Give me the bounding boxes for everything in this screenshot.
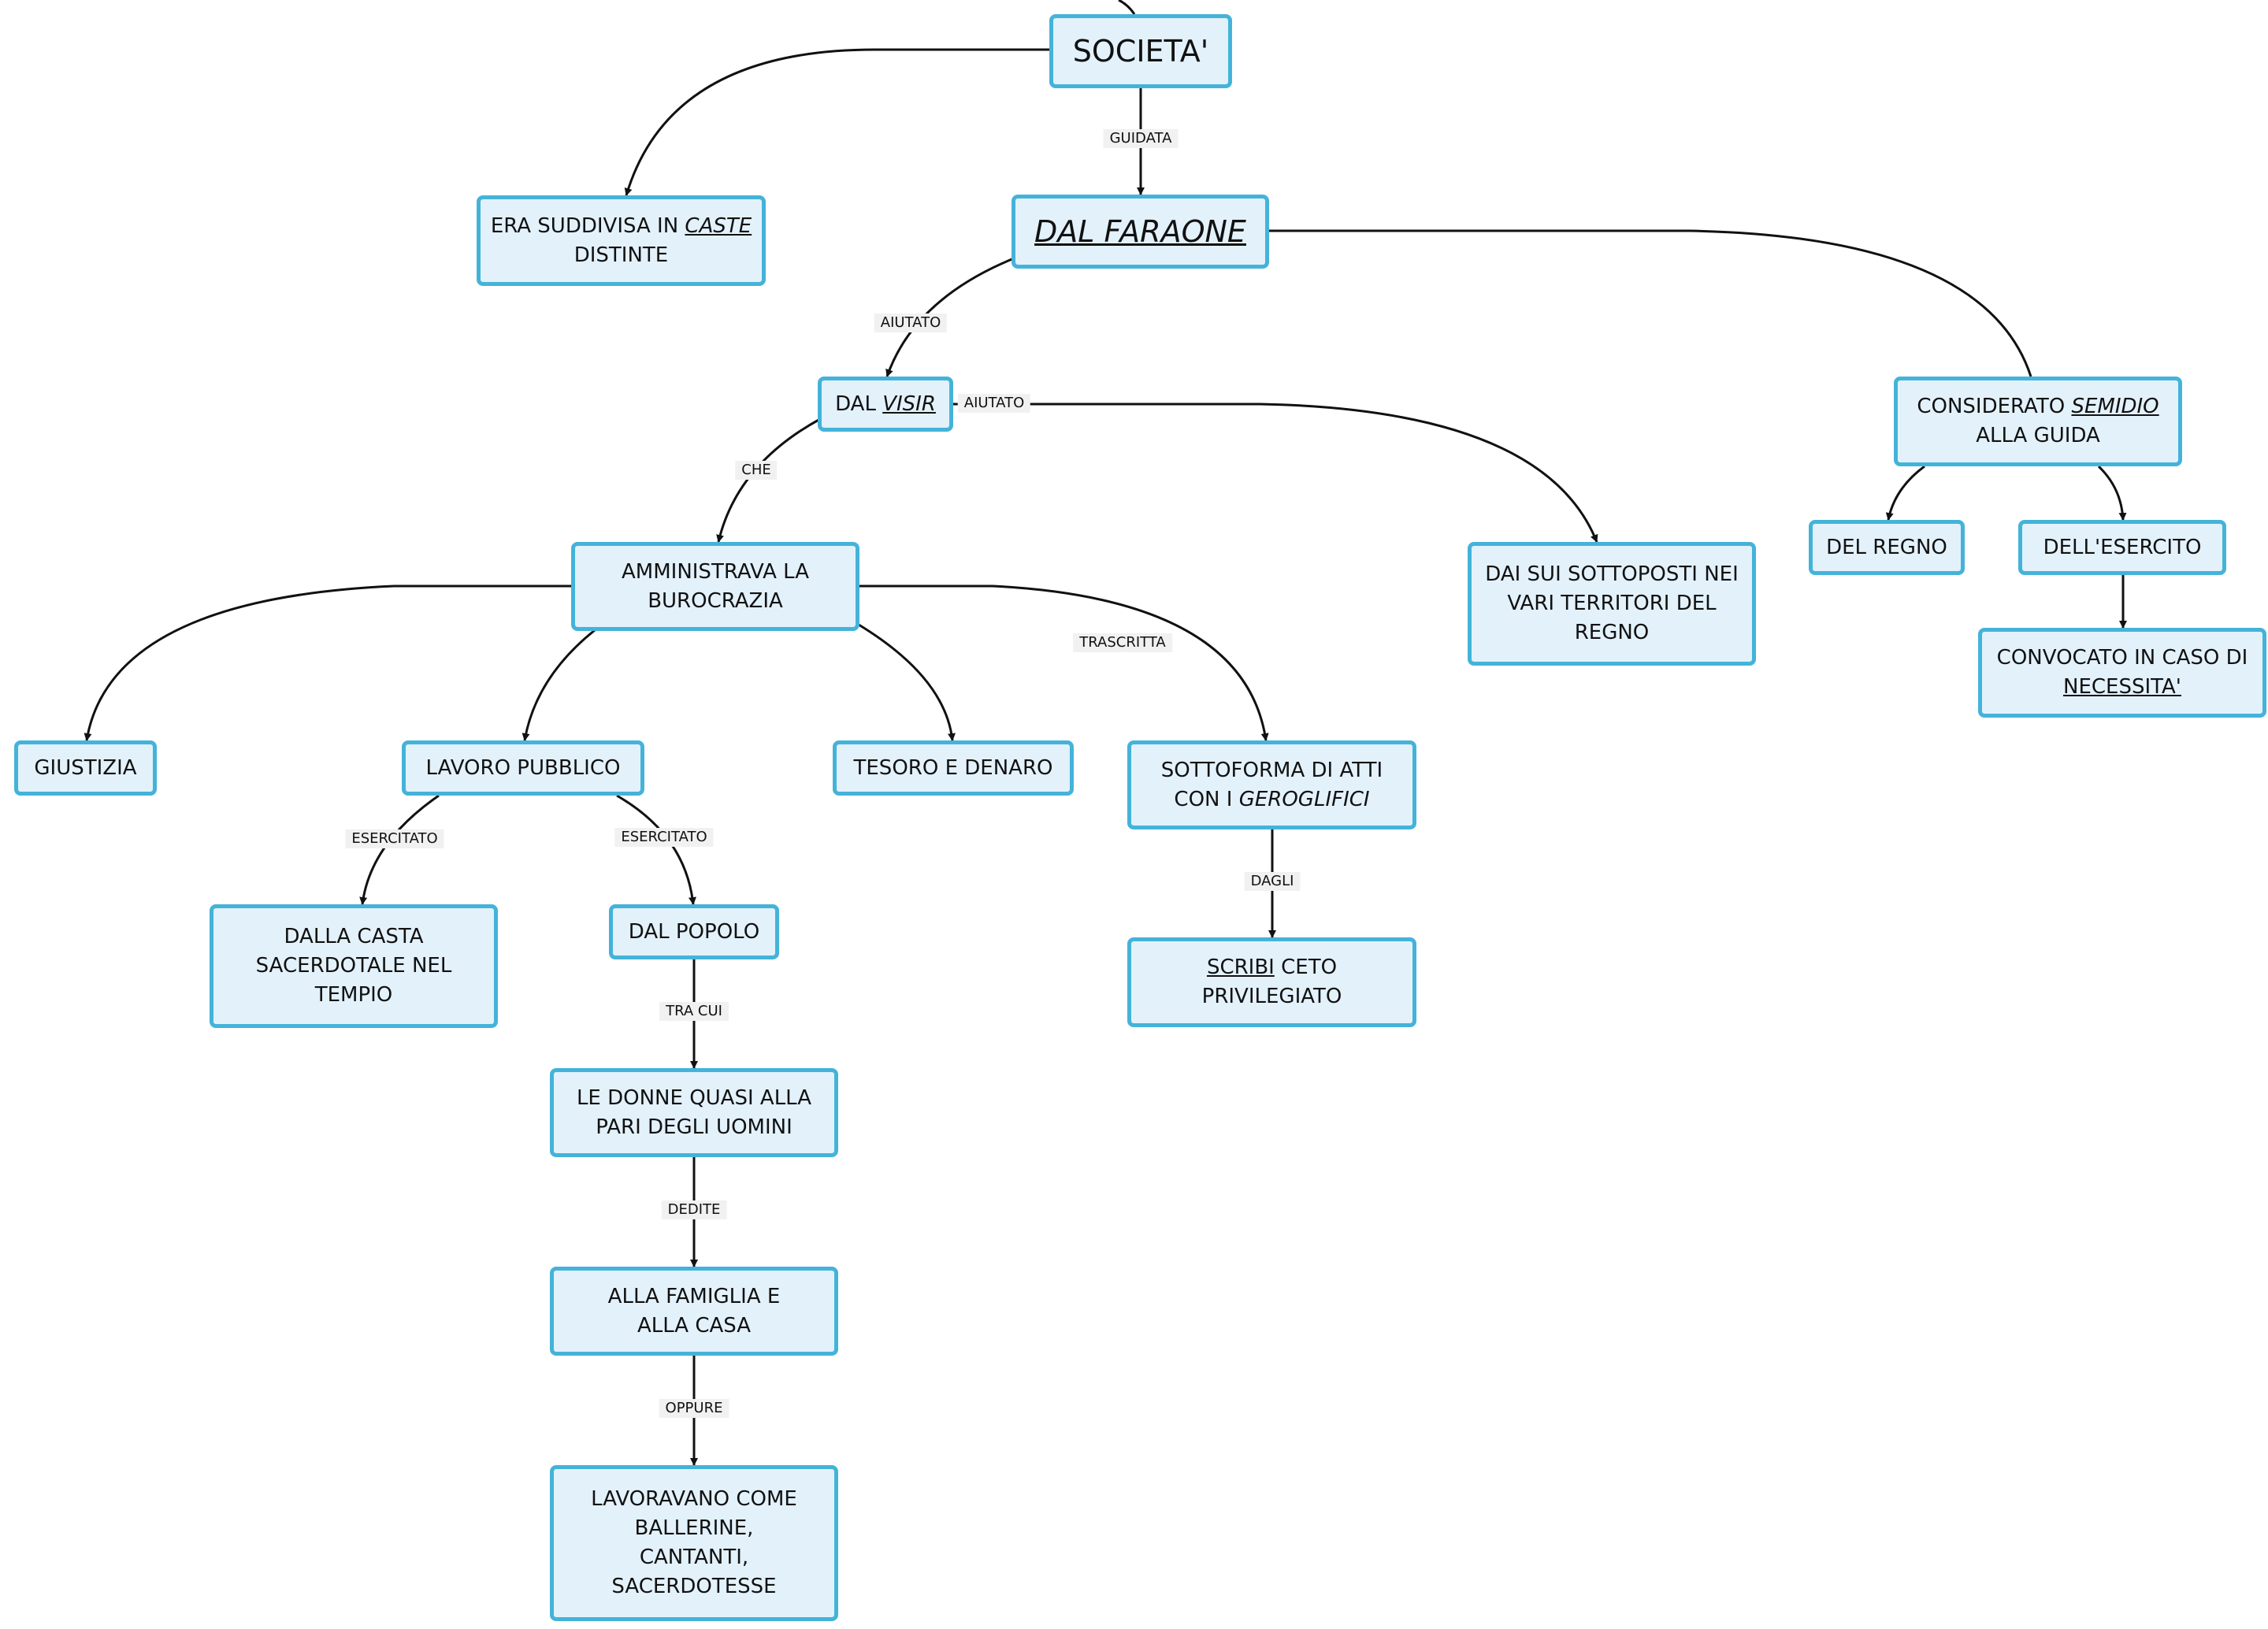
node-regno[interactable]: DEL REGNO [1809,520,1965,575]
connector-semidio-esercito [2097,465,2127,521]
node-lavoravano-text: LAVORAVANO COME BALLERINE, CANTANTI, SAC… [591,1487,797,1598]
node-giustizia[interactable]: GIUSTIZIA [14,740,157,796]
connector-lavoro-popolo [616,794,696,905]
edge-label-guidata: GUIDATA [1103,129,1179,148]
node-societa[interactable]: SOCIETA' [1049,14,1232,88]
connector-visir-burocrazia [716,417,821,543]
node-lavoravano[interactable]: LAVORAVANO COME BALLERINE, CANTANTI, SAC… [550,1465,838,1621]
node-casta-sacerdotale[interactable]: DALLA CASTA SACERDOTALE NEL TEMPIO [210,904,498,1028]
node-esercito[interactable]: DELL'ESERCITO [2018,520,2226,575]
node-giustizia-text: GIUSTIZIA [34,755,137,780]
node-atti-keyword: GEROGLIFICI [1238,787,1370,811]
node-popolo-text: DAL POPOLO [628,919,760,944]
node-caste-keyword: CASTE [685,213,752,238]
node-scribi-keyword: SCRIBI [1206,956,1275,979]
edge-label-aiutato-visir-sottoposti: AIUTATO [957,394,1031,413]
node-tesoro[interactable]: TESORO E DENARO [833,740,1074,796]
node-scribi-text: SCRIBI CETO PRIVILEGIATO [1201,956,1342,1008]
node-atti[interactable]: SOTTOFORMA DI ATTI CON I GEROGLIFICI [1127,740,1416,829]
edge-label-dedite: DEDITE [661,1200,727,1219]
edge-label-esercitato-popolo: ESERCITATO [614,828,714,847]
edge-label-aiutato-faraone-visir: AIUTATO [874,314,948,332]
node-atti-text: SOTTOFORMA DI ATTI CON I GEROGLIFICI [1160,758,1383,811]
node-convocato-keyword: NECESSITA' [2063,675,2181,699]
node-tesoro-text: TESORO E DENARO [853,755,1053,780]
node-donne[interactable]: LE DONNE QUASI ALLA PARI DEGLI UOMINI [550,1068,838,1157]
connector-burocrazia-giustizia [84,584,571,741]
node-donne-text: LE DONNE QUASI ALLA PARI DEGLI UOMINI [576,1085,812,1139]
node-scribi[interactable]: SCRIBI CETO PRIVILEGIATO [1127,937,1416,1027]
edge-label-oppure: OPPURE [659,1399,729,1418]
node-societa-text: SOCIETA' [1072,34,1209,69]
node-faraone[interactable]: DAL FARAONE [1012,195,1269,269]
node-lavoro-pubblico[interactable]: LAVORO PUBBLICO [402,740,644,796]
node-esercito-text: DELL'ESERCITO [2043,535,2202,559]
connector-burocrazia-tesoro [858,623,956,741]
node-semidio-keyword: SEMIDIO [2071,395,2159,418]
node-popolo[interactable]: DAL POPOLO [609,904,779,959]
node-burocrazia[interactable]: AMMINISTRAVA LA BUROCRAZIA [571,542,859,631]
node-famiglia-text: ALLA FAMIGLIA E ALLA CASA [607,1284,781,1338]
node-faraone-text: DAL FARAONE [1034,214,1246,249]
connector-faraone-semidio [1269,229,2032,377]
node-famiglia[interactable]: ALLA FAMIGLIA E ALLA CASA [550,1267,838,1356]
edge-label-dagli: DAGLI [1244,872,1301,891]
edge-label-trascritta: TRASCRITTA [1073,633,1172,652]
connector-faraone-visir [885,257,1015,377]
connector-lavoro-casta [359,794,440,905]
connector-burocrazia-atti [859,584,1269,741]
edge-label-tra-cui: TRA CUI [659,1002,729,1021]
node-casta-sacerdotale-text: DALLA CASTA SACERDOTALE NEL TEMPIO [255,925,452,1007]
node-sottoposti-text: DAI SUI SOTTOPOSTI NEI VARI TERRITORI DE… [1485,562,1739,644]
node-visir[interactable]: DAL VISIR [818,377,953,432]
node-burocrazia-text: AMMINISTRAVA LA BUROCRAZIA [622,559,809,613]
edge-label-esercitato-casta: ESERCITATO [345,829,444,848]
edge-label-che: CHE [735,461,778,480]
connector-visir-sottoposti [952,403,1598,543]
node-visir-text: DAL VISIR [835,391,936,416]
node-regno-text: DEL REGNO [1826,535,1947,559]
connector-societa-caste [624,48,1049,196]
node-visir-keyword: VISIR [882,391,936,416]
connector-semidio-regno [1885,465,1925,521]
connector-burocrazia-lavoro [522,629,596,741]
node-sottoposti[interactable]: DAI SUI SOTTOPOSTI NEI VARI TERRITORI DE… [1468,542,1756,666]
connector-top-entry [1118,0,1136,15]
node-lavoro-pubblico-text: LAVORO PUBBLICO [425,755,621,780]
